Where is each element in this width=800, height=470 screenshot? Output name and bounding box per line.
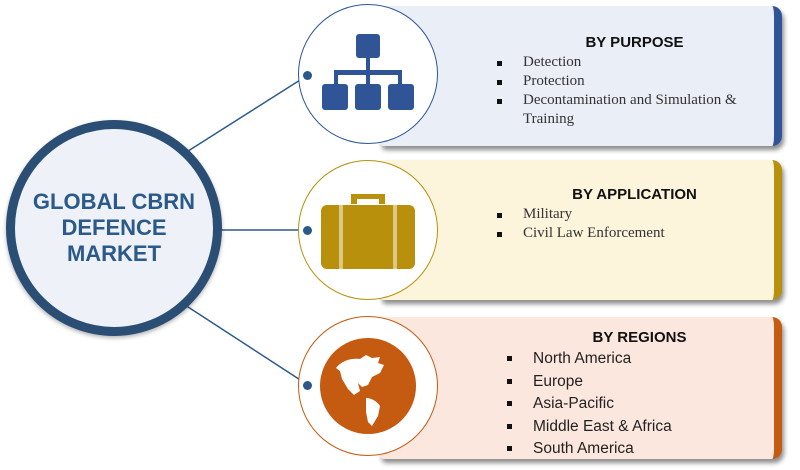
connector-purpose [184,74,309,154]
purpose-icon-circle [298,4,438,144]
regions-list: North America Europe Asia-Pacific Middle… [505,348,774,461]
application-list: Military Civil Law Enforcement [495,205,774,243]
list-item: Civil Law Enforcement [495,224,774,243]
purpose-panel: BY PURPOSE Detection Protection Decontam… [380,6,782,146]
list-item: Military [495,205,774,224]
application-connector-dot [303,226,312,235]
application-panel: BY APPLICATION Military Civil Law Enforc… [380,160,782,300]
application-icon-circle [298,160,438,300]
regions-panel: BY REGIONS North America Europe Asia-Pac… [380,317,782,459]
hierarchy-icon [322,34,414,110]
purpose-connector-dot [303,71,312,80]
list-item: Protection [495,72,774,91]
regions-icon-circle [298,316,438,456]
center-circle: GLOBAL CBRN DEFENCE MARKET [6,120,222,336]
regions-heading: BY REGIONS [592,329,687,346]
list-item: Decontamination and Simulation & Trainin… [495,91,753,129]
center-title: GLOBAL CBRN DEFENCE MARKET [32,189,196,266]
application-heading: BY APPLICATION [572,186,697,203]
list-item: Asia-Pacific [505,393,774,416]
purpose-heading: BY PURPOSE [585,34,684,51]
list-item: Detection [495,53,774,72]
regions-connector-dot [303,381,312,390]
list-item: Europe [505,371,774,394]
purpose-list: Detection Protection Decontamination and… [495,53,774,129]
globe-icon [320,338,416,434]
briefcase-icon [321,194,415,269]
connector-regions [184,304,309,386]
list-item: North America [505,348,774,371]
list-item: Middle East & Africa [505,416,774,439]
list-item: South America [505,438,774,461]
